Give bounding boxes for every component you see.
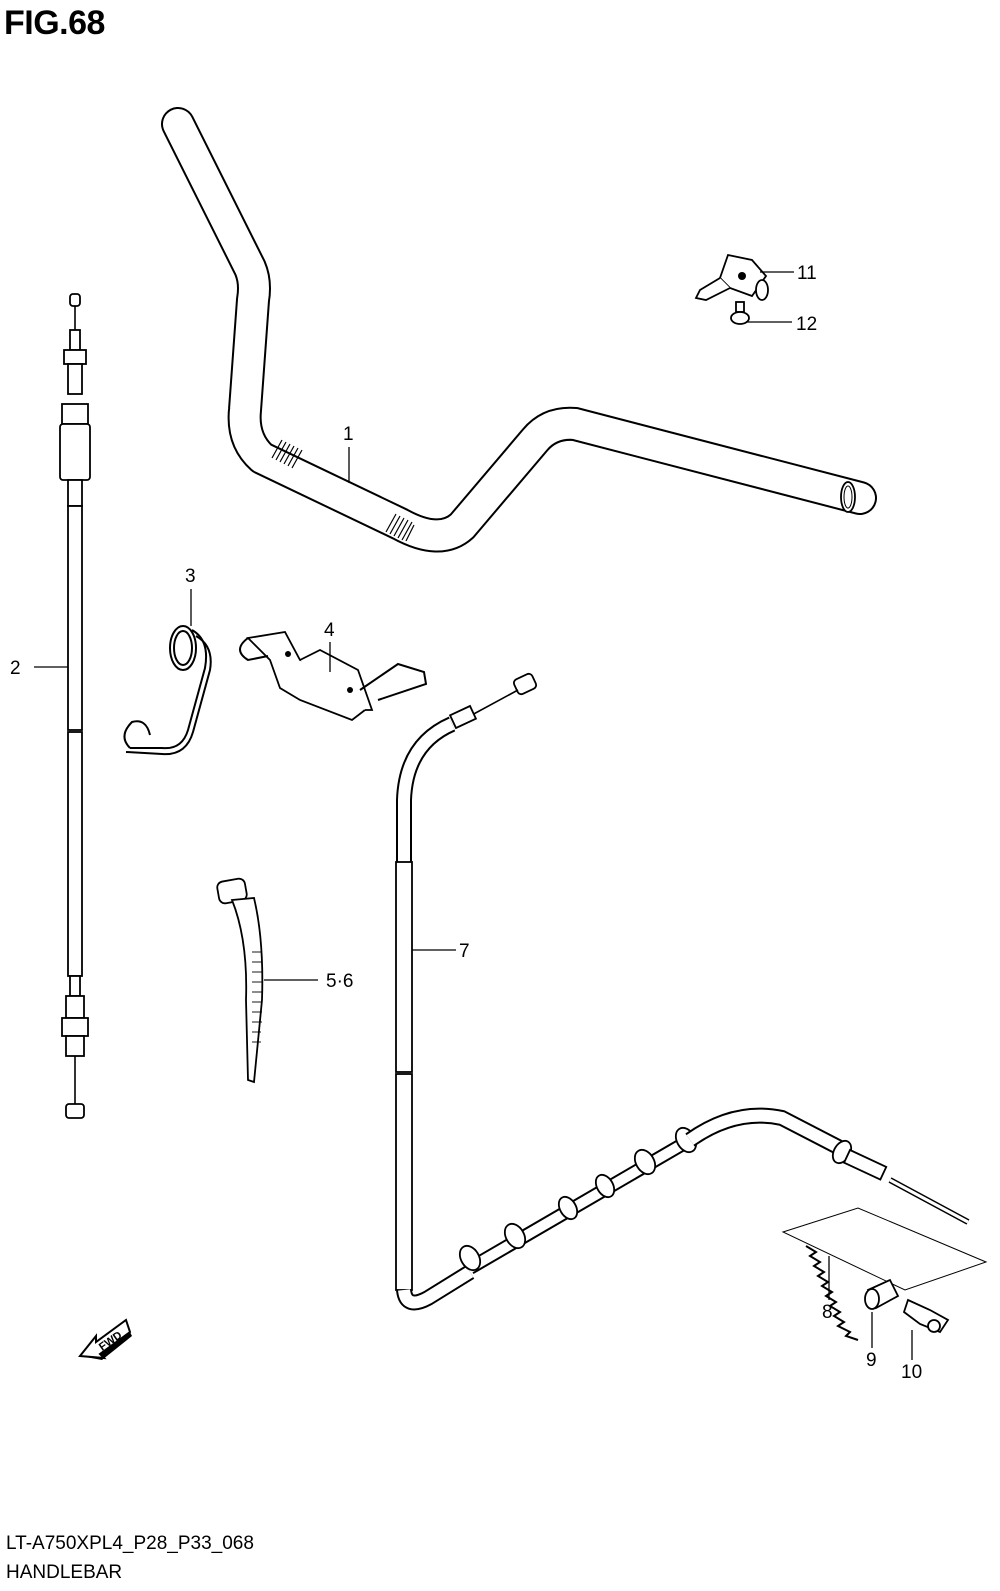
cable-tie-part[interactable] [216,877,264,1084]
model-code: LT-A750XPL4_P28_P33_068 [6,1533,254,1554]
callout-9: 9 [866,1350,877,1371]
callout-11: 11 [797,263,817,284]
joint-part[interactable] [864,1278,900,1310]
spring-part[interactable] [805,1245,859,1341]
figure-title: FIG.68 [4,4,105,42]
brake-cable-part[interactable] [395,672,970,1311]
callout-4: 4 [324,620,335,641]
throttle-cable-part[interactable] [59,293,91,1119]
spring-clip-part[interactable] [123,625,212,756]
callout-2: 2 [10,658,21,679]
callout-5-6: 5·6 [326,971,353,992]
callout-7: 7 [459,941,470,962]
nut-part[interactable] [902,1298,950,1334]
switch-bracket-part[interactable] [694,253,769,301]
callout-1: 1 [343,424,354,445]
cable-clamp-part[interactable] [239,631,428,722]
callout-10: 10 [901,1362,922,1383]
section-name: HANDLEBAR [6,1562,123,1583]
handlebar-part[interactable] [161,107,877,553]
callout-3: 3 [185,566,196,587]
fwd-arrow-icon: FWD [78,1318,132,1360]
screw-part[interactable] [730,301,750,325]
callout-12: 12 [796,314,817,335]
callout-8: 8 [822,1302,833,1323]
